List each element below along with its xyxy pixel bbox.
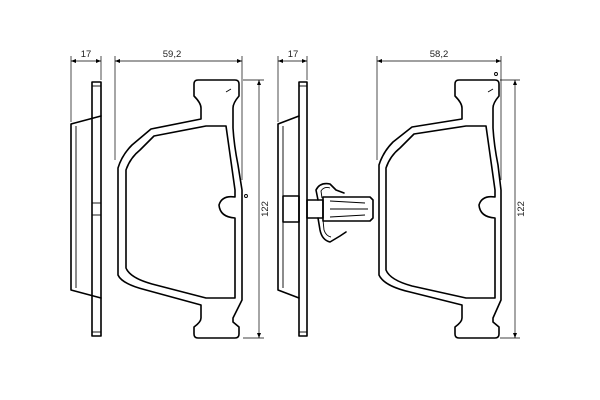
right-pad-dimensions: 17 58,2 122 xyxy=(277,49,527,339)
right-pad-front-view xyxy=(378,72,502,339)
left-pad-thickness-label: 17 xyxy=(81,49,92,60)
right-pad-height-label: 122 xyxy=(516,201,527,217)
right-pad-width-label: 58,2 xyxy=(430,49,449,60)
right-pad-thickness-label: 17 xyxy=(288,49,299,60)
left-pad-side-view xyxy=(70,81,102,337)
left-pad-height-label: 122 xyxy=(260,201,271,217)
left-pad-dimensions: 17 59,2 122 xyxy=(70,49,271,339)
wear-sensor-clip xyxy=(282,182,374,243)
left-pad-width-label: 59,2 xyxy=(163,49,182,60)
left-pad-front-view xyxy=(117,79,248,339)
